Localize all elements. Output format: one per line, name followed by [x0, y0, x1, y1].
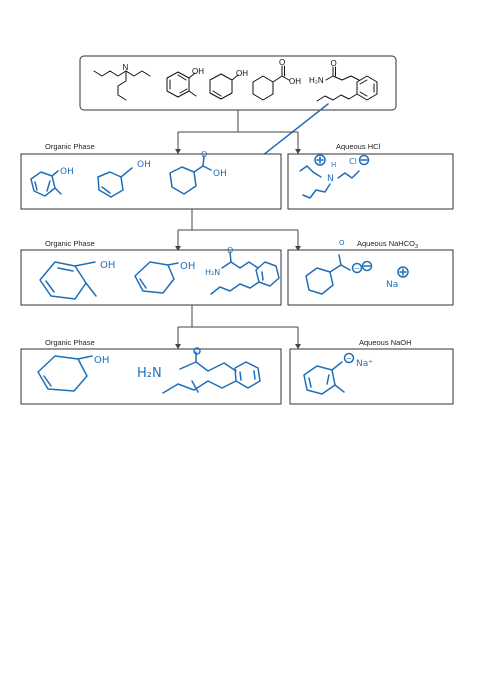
step1-organic-box — [20, 153, 282, 210]
step3-cyclohexenol-drawing: OH — [37, 355, 109, 392]
step1-aqueous-box — [287, 153, 454, 210]
tripropylamine-structure: N — [93, 63, 151, 101]
svg-text:N: N — [123, 63, 129, 72]
acid-oh-label: OH — [289, 77, 301, 86]
step2-aqueous-box — [287, 249, 454, 306]
step2-organic-box — [20, 249, 282, 306]
cyclohexenol-oh-label: OH — [236, 69, 248, 78]
step2-aqueous-title-main: Aqueous NaHCO — [357, 239, 415, 248]
amide-o-label: O — [331, 59, 337, 68]
step2-organic-title: Organic Phase — [45, 239, 95, 248]
amide-structure: H₂N O — [309, 59, 378, 102]
amide-nh2-label: H₂N — [309, 76, 324, 85]
step1-h: H — [331, 161, 336, 169]
o-cresol-structure: OH — [166, 67, 204, 98]
connector-step1-to-step2 — [175, 209, 301, 251]
step1-cyclohexenol-drawing: OH — [97, 160, 151, 198]
step3-aqueous-title: Aqueous NaOH — [359, 338, 412, 347]
connector-start-to-step1 — [175, 110, 301, 154]
step3-minus: − — [346, 355, 352, 363]
cyclohexanecarboxylic-acid-structure: O OH — [252, 58, 301, 101]
step1-organic-title: Organic Phase — [45, 142, 95, 151]
step1-acid-drawing: O OH — [169, 150, 227, 195]
step1-aqueous-title: Aqueous HCl — [336, 142, 381, 151]
step2-aq-o-top: O — [339, 239, 345, 247]
step3-h2n: H₂N — [137, 366, 162, 381]
step3-organic-box — [20, 348, 282, 405]
step2-minus: − — [354, 265, 360, 273]
step2-amide-drawing: H₂N O — [205, 246, 280, 295]
step2-na: Na — [386, 280, 398, 290]
step2-aqueous-title: Aqueous NaHCO3 — [357, 239, 418, 250]
connector-step2-to-step3 — [175, 305, 301, 349]
step1-oh-c: OH — [213, 169, 227, 179]
cyclohexenol-structure: OH — [209, 69, 248, 100]
step1-o-c: O — [201, 150, 207, 159]
step3-na: Na⁺ — [356, 359, 373, 369]
step2-cresol-drawing: OH — [39, 260, 115, 300]
step3-aqueous-box — [289, 348, 454, 405]
step3-oh: OH — [94, 355, 109, 366]
o-cresol-oh-label: OH — [192, 67, 204, 76]
step2-oh-a: OH — [100, 260, 115, 271]
step1-cl: Cl — [349, 157, 357, 166]
step2-aqueous-title-sub: 3 — [415, 244, 418, 250]
step2-oh-b: OH — [180, 261, 195, 272]
step1-cresol-drawing: OH — [30, 167, 74, 197]
step2-cyclohexenol-drawing: OH — [134, 261, 195, 294]
step3-amide-drawing: H₂N O — [137, 347, 261, 394]
step3-phenoxide-drawing: − Na⁺ — [303, 352, 373, 395]
step1-n: N — [327, 174, 334, 184]
step2-h2n: H₂N — [205, 268, 220, 277]
step3-organic-title: Organic Phase — [45, 338, 95, 347]
step2-o: O — [227, 246, 233, 255]
step1-oh-a: OH — [60, 167, 74, 177]
acid-carbonyl-o-label: O — [279, 58, 285, 67]
step1-oh-b: OH — [137, 160, 151, 170]
step2-carboxylate-drawing: − Na — [305, 254, 409, 295]
step1-ammonium-drawing: H N Cl — [299, 154, 370, 199]
